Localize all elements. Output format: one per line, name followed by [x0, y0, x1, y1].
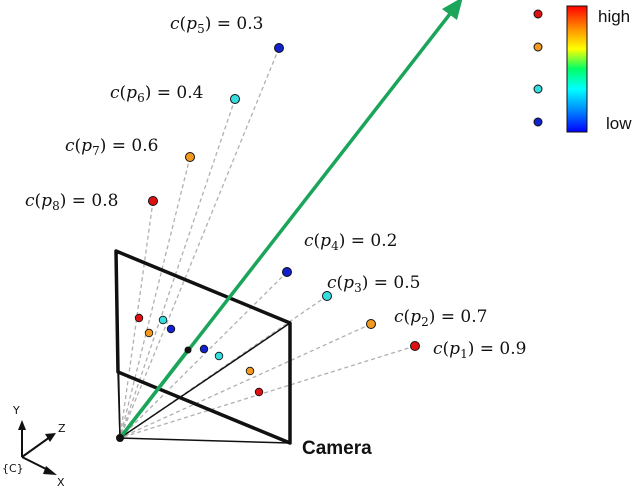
legend-dot-low — [533, 117, 543, 127]
projected-point-p2 — [245, 366, 255, 376]
point-p6 — [230, 94, 240, 104]
camera-label: Camera — [302, 438, 372, 459]
ray-p2 — [119, 323, 372, 439]
confidence-label-p1: c(p1) = 0.9 — [433, 339, 526, 361]
frustum-edge-bottom-right — [119, 437, 291, 444]
point-p1 — [410, 341, 420, 351]
ray-p6 — [119, 98, 236, 439]
point-p7 — [185, 152, 195, 162]
confidence-label-p4: c(p4) = 0.2 — [304, 231, 397, 253]
legend-dot-midlow — [533, 84, 543, 94]
confidence-label-p2: c(p2) = 0.7 — [394, 307, 487, 329]
frustum-edge-bottom-left — [117, 371, 121, 439]
legend-high-label: high — [598, 7, 630, 26]
confidence-label-p6: c(p6) = 0.4 — [110, 83, 203, 105]
projected-point-p7 — [144, 328, 154, 338]
legend-low-label: low — [606, 114, 632, 133]
point-p2 — [366, 319, 376, 329]
confidence-labels: c(p1) = 0.9 c(p2) = 0.7 c(p3) = 0.5 c(p4) =… — [25, 14, 526, 361]
principal-axis-inner — [118, 348, 190, 440]
confidence-label-p8: c(p8) = 0.8 — [25, 191, 118, 213]
projected-point-p3 — [214, 351, 224, 361]
point-p3 — [322, 291, 332, 301]
legend-dot-midhigh — [533, 42, 543, 52]
ray-p1 — [119, 345, 416, 439]
axis-x-label: X — [57, 476, 65, 488]
projected-point-p8 — [134, 313, 144, 323]
world-points — [148, 43, 420, 351]
principal-point — [184, 346, 192, 354]
axis-z-label: Z — [58, 422, 66, 435]
frustum-edge-top-right — [119, 322, 291, 439]
camera-center — [116, 434, 124, 442]
frame-label: {C} — [2, 462, 24, 475]
axis-y-label: Y — [12, 404, 20, 417]
point-p5 — [274, 43, 284, 53]
legend-dot-high — [533, 9, 543, 19]
ray-p7 — [119, 156, 191, 439]
ray-p5 — [119, 47, 280, 439]
camera-frustum — [114, 249, 292, 445]
ray-p4 — [119, 271, 288, 439]
projection-rays — [119, 47, 416, 439]
projected-point-p1 — [254, 387, 264, 397]
color-legend: high low — [533, 5, 632, 133]
coordinate-frame — [18, 420, 57, 475]
point-p8 — [148, 196, 158, 206]
confidence-label-p3: c(p3) = 0.5 — [327, 273, 420, 295]
colorbar — [566, 5, 588, 133]
confidence-label-p5: c(p5) = 0.3 — [170, 14, 263, 36]
point-p4 — [282, 267, 292, 277]
projected-point-p5 — [166, 324, 176, 334]
projected-points — [134, 313, 264, 397]
projected-point-p4 — [199, 344, 209, 354]
projected-point-p6 — [158, 315, 168, 325]
confidence-label-p7: c(p7) = 0.6 — [65, 136, 158, 158]
